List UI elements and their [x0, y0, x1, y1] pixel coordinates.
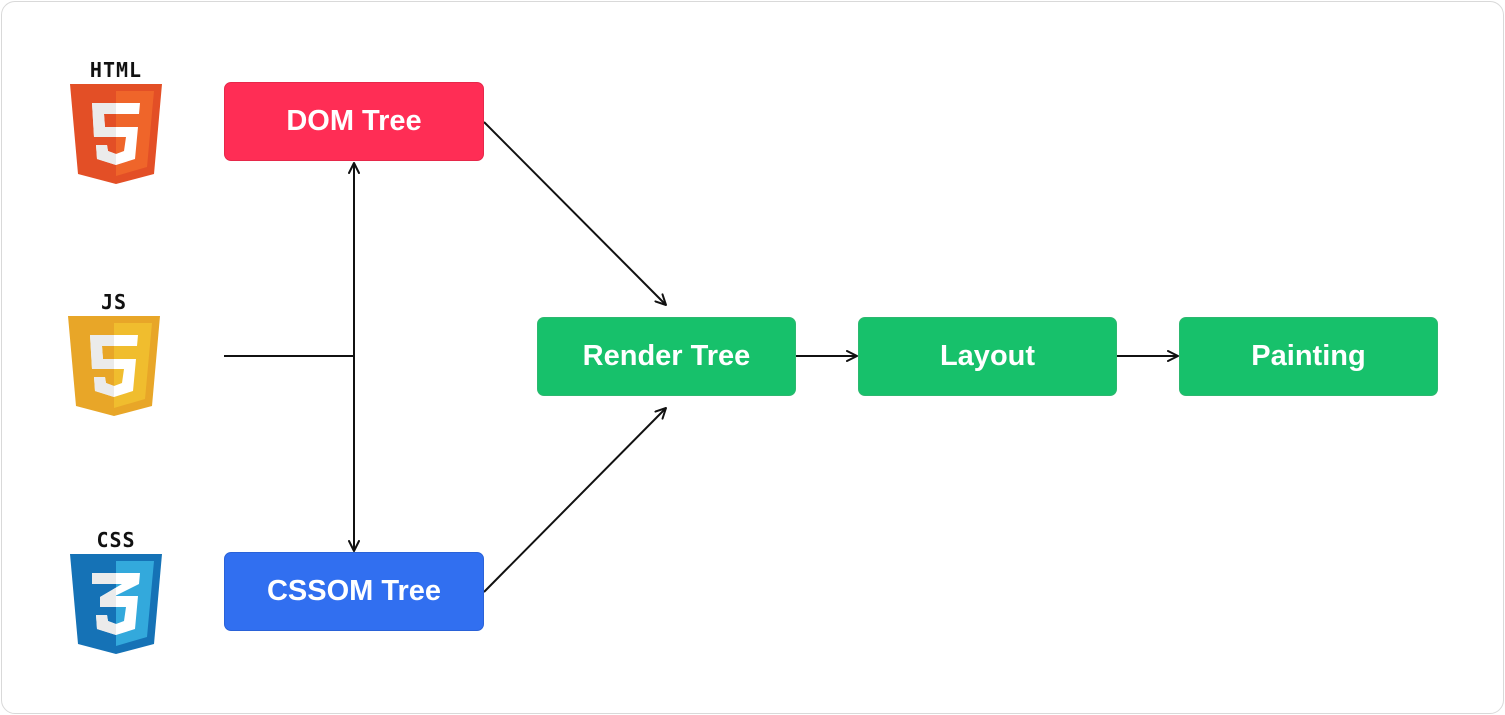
html-five-shade [92, 103, 116, 165]
js-five-shade [90, 335, 114, 397]
layout-node: Layout [858, 317, 1117, 396]
render-tree-label: Render Tree [582, 340, 751, 372]
cssom-tree-node: CSSOM Tree [224, 552, 484, 631]
css-three-shade [92, 573, 116, 635]
cssom-tree-label: CSSOM Tree [266, 575, 442, 607]
cssom-to-render-arrow [483, 407, 667, 593]
render-tree-node: Render Tree [537, 317, 796, 396]
html5-shield-icon [70, 84, 162, 184]
dom-tree-node: DOM Tree [224, 82, 484, 161]
css-logo-label: CSS [96, 528, 136, 552]
painting-node: Painting [1179, 317, 1438, 396]
js-logo: JS [68, 292, 160, 416]
html-logo: HTML [70, 60, 162, 184]
painting-label: Painting [1251, 340, 1366, 372]
css-logo: CSS [70, 530, 162, 654]
layout-label: Layout [939, 340, 1036, 372]
css3-shield-icon [70, 554, 162, 654]
js-shield-icon [68, 316, 160, 416]
dom-tree-label: DOM Tree [286, 105, 422, 137]
dom-to-render-arrow [483, 121, 667, 306]
html-logo-label: HTML [89, 58, 143, 82]
js-logo-label: JS [100, 290, 128, 314]
